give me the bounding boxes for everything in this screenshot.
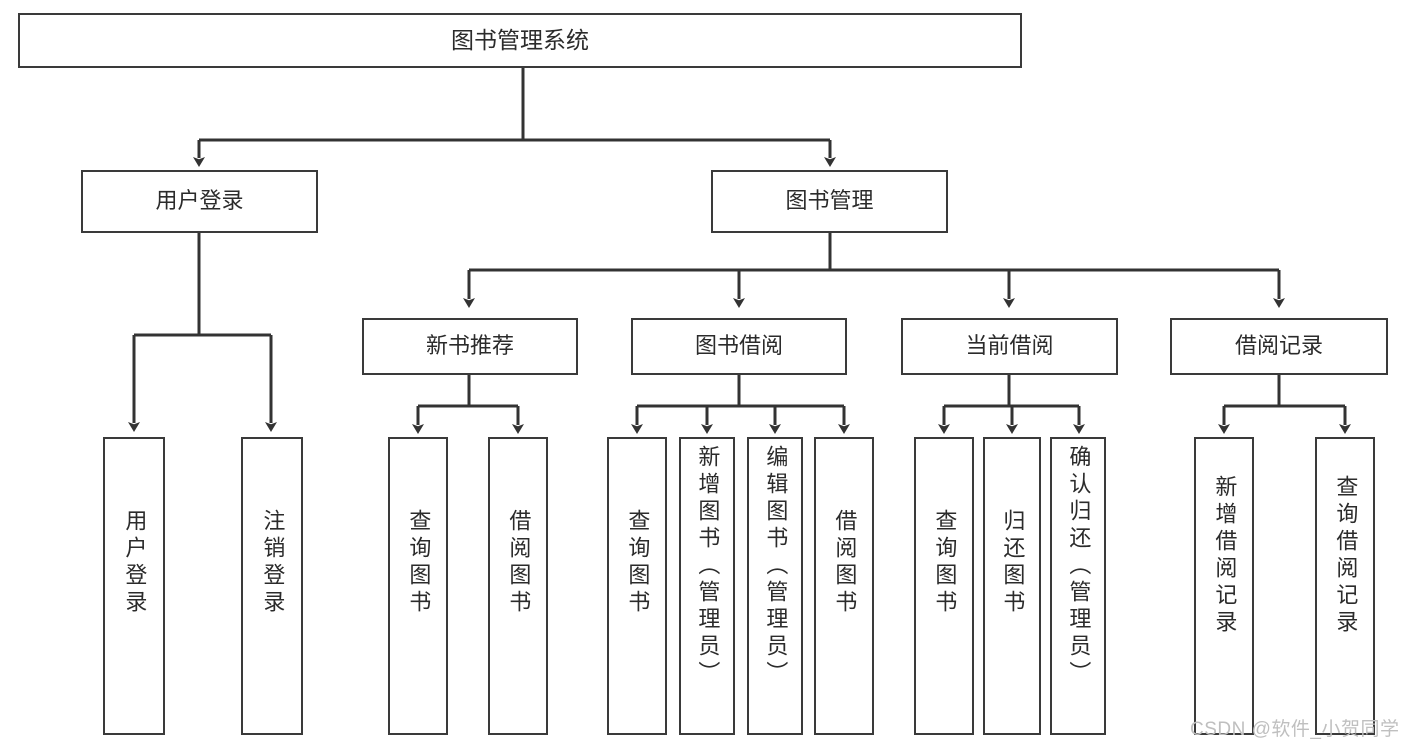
leaf-query-record[interactable]: 查询借阅记录 bbox=[1315, 437, 1375, 735]
leaf-query-book-2-label: 查询图书 bbox=[625, 509, 651, 617]
leaf-confirm-return[interactable]: 确认归还（管理员） bbox=[1050, 437, 1106, 735]
leaf-query-record-label: 查询借阅记录 bbox=[1333, 475, 1359, 637]
node-book-manage-label: 图书管理 bbox=[785, 188, 874, 214]
leaf-query-book-3[interactable]: 查询图书 bbox=[914, 437, 974, 735]
node-borrow-record-label: 借阅记录 bbox=[1234, 333, 1323, 359]
csdn-watermark: CSDN @软件_小贺同学 bbox=[1190, 719, 1400, 740]
leaf-add-record[interactable]: 新增借阅记录 bbox=[1194, 437, 1254, 735]
leaf-logout[interactable]: 注销登录 bbox=[241, 437, 303, 735]
leaf-borrow-book-1[interactable]: 借阅图书 bbox=[488, 437, 548, 735]
node-current-borrow-label: 当前借阅 bbox=[965, 333, 1054, 359]
node-book-manage[interactable]: 图书管理 bbox=[711, 170, 948, 233]
leaf-edit-book-label: 编辑图书（管理员） bbox=[763, 445, 789, 688]
leaf-borrow-book-1-label: 借阅图书 bbox=[506, 509, 532, 617]
leaf-query-book-1-label: 查询图书 bbox=[406, 509, 432, 617]
leaf-query-book-1[interactable]: 查询图书 bbox=[388, 437, 448, 735]
node-book-borrow-label: 图书借阅 bbox=[694, 333, 783, 359]
leaf-add-book[interactable]: 新增图书（管理员） bbox=[679, 437, 735, 735]
node-new-book-recommend-label: 新书推荐 bbox=[425, 333, 514, 359]
leaf-return-book[interactable]: 归还图书 bbox=[983, 437, 1041, 735]
leaf-edit-book[interactable]: 编辑图书（管理员） bbox=[747, 437, 803, 735]
node-root-label: 图书管理系统 bbox=[451, 26, 589, 53]
node-book-borrow[interactable]: 图书借阅 bbox=[631, 318, 847, 375]
leaf-user-login[interactable]: 用户登录 bbox=[103, 437, 165, 735]
leaf-logout-label: 注销登录 bbox=[260, 509, 286, 617]
leaf-query-book-2[interactable]: 查询图书 bbox=[607, 437, 667, 735]
leaf-query-book-3-label: 查询图书 bbox=[932, 509, 958, 617]
leaf-return-book-label: 归还图书 bbox=[1000, 509, 1026, 617]
node-borrow-record[interactable]: 借阅记录 bbox=[1170, 318, 1388, 375]
leaf-borrow-book-2[interactable]: 借阅图书 bbox=[814, 437, 874, 735]
node-root[interactable]: 图书管理系统 bbox=[18, 13, 1022, 68]
leaf-user-login-label: 用户登录 bbox=[122, 509, 148, 617]
leaf-confirm-return-label: 确认归还（管理员） bbox=[1066, 445, 1092, 688]
node-user-login-label: 用户登录 bbox=[155, 188, 244, 214]
leaf-borrow-book-2-label: 借阅图书 bbox=[832, 509, 858, 617]
node-new-book-recommend[interactable]: 新书推荐 bbox=[362, 318, 578, 375]
node-user-login[interactable]: 用户登录 bbox=[81, 170, 318, 233]
leaf-add-record-label: 新增借阅记录 bbox=[1212, 475, 1238, 637]
node-current-borrow[interactable]: 当前借阅 bbox=[901, 318, 1118, 375]
leaf-add-book-label: 新增图书（管理员） bbox=[695, 445, 721, 688]
